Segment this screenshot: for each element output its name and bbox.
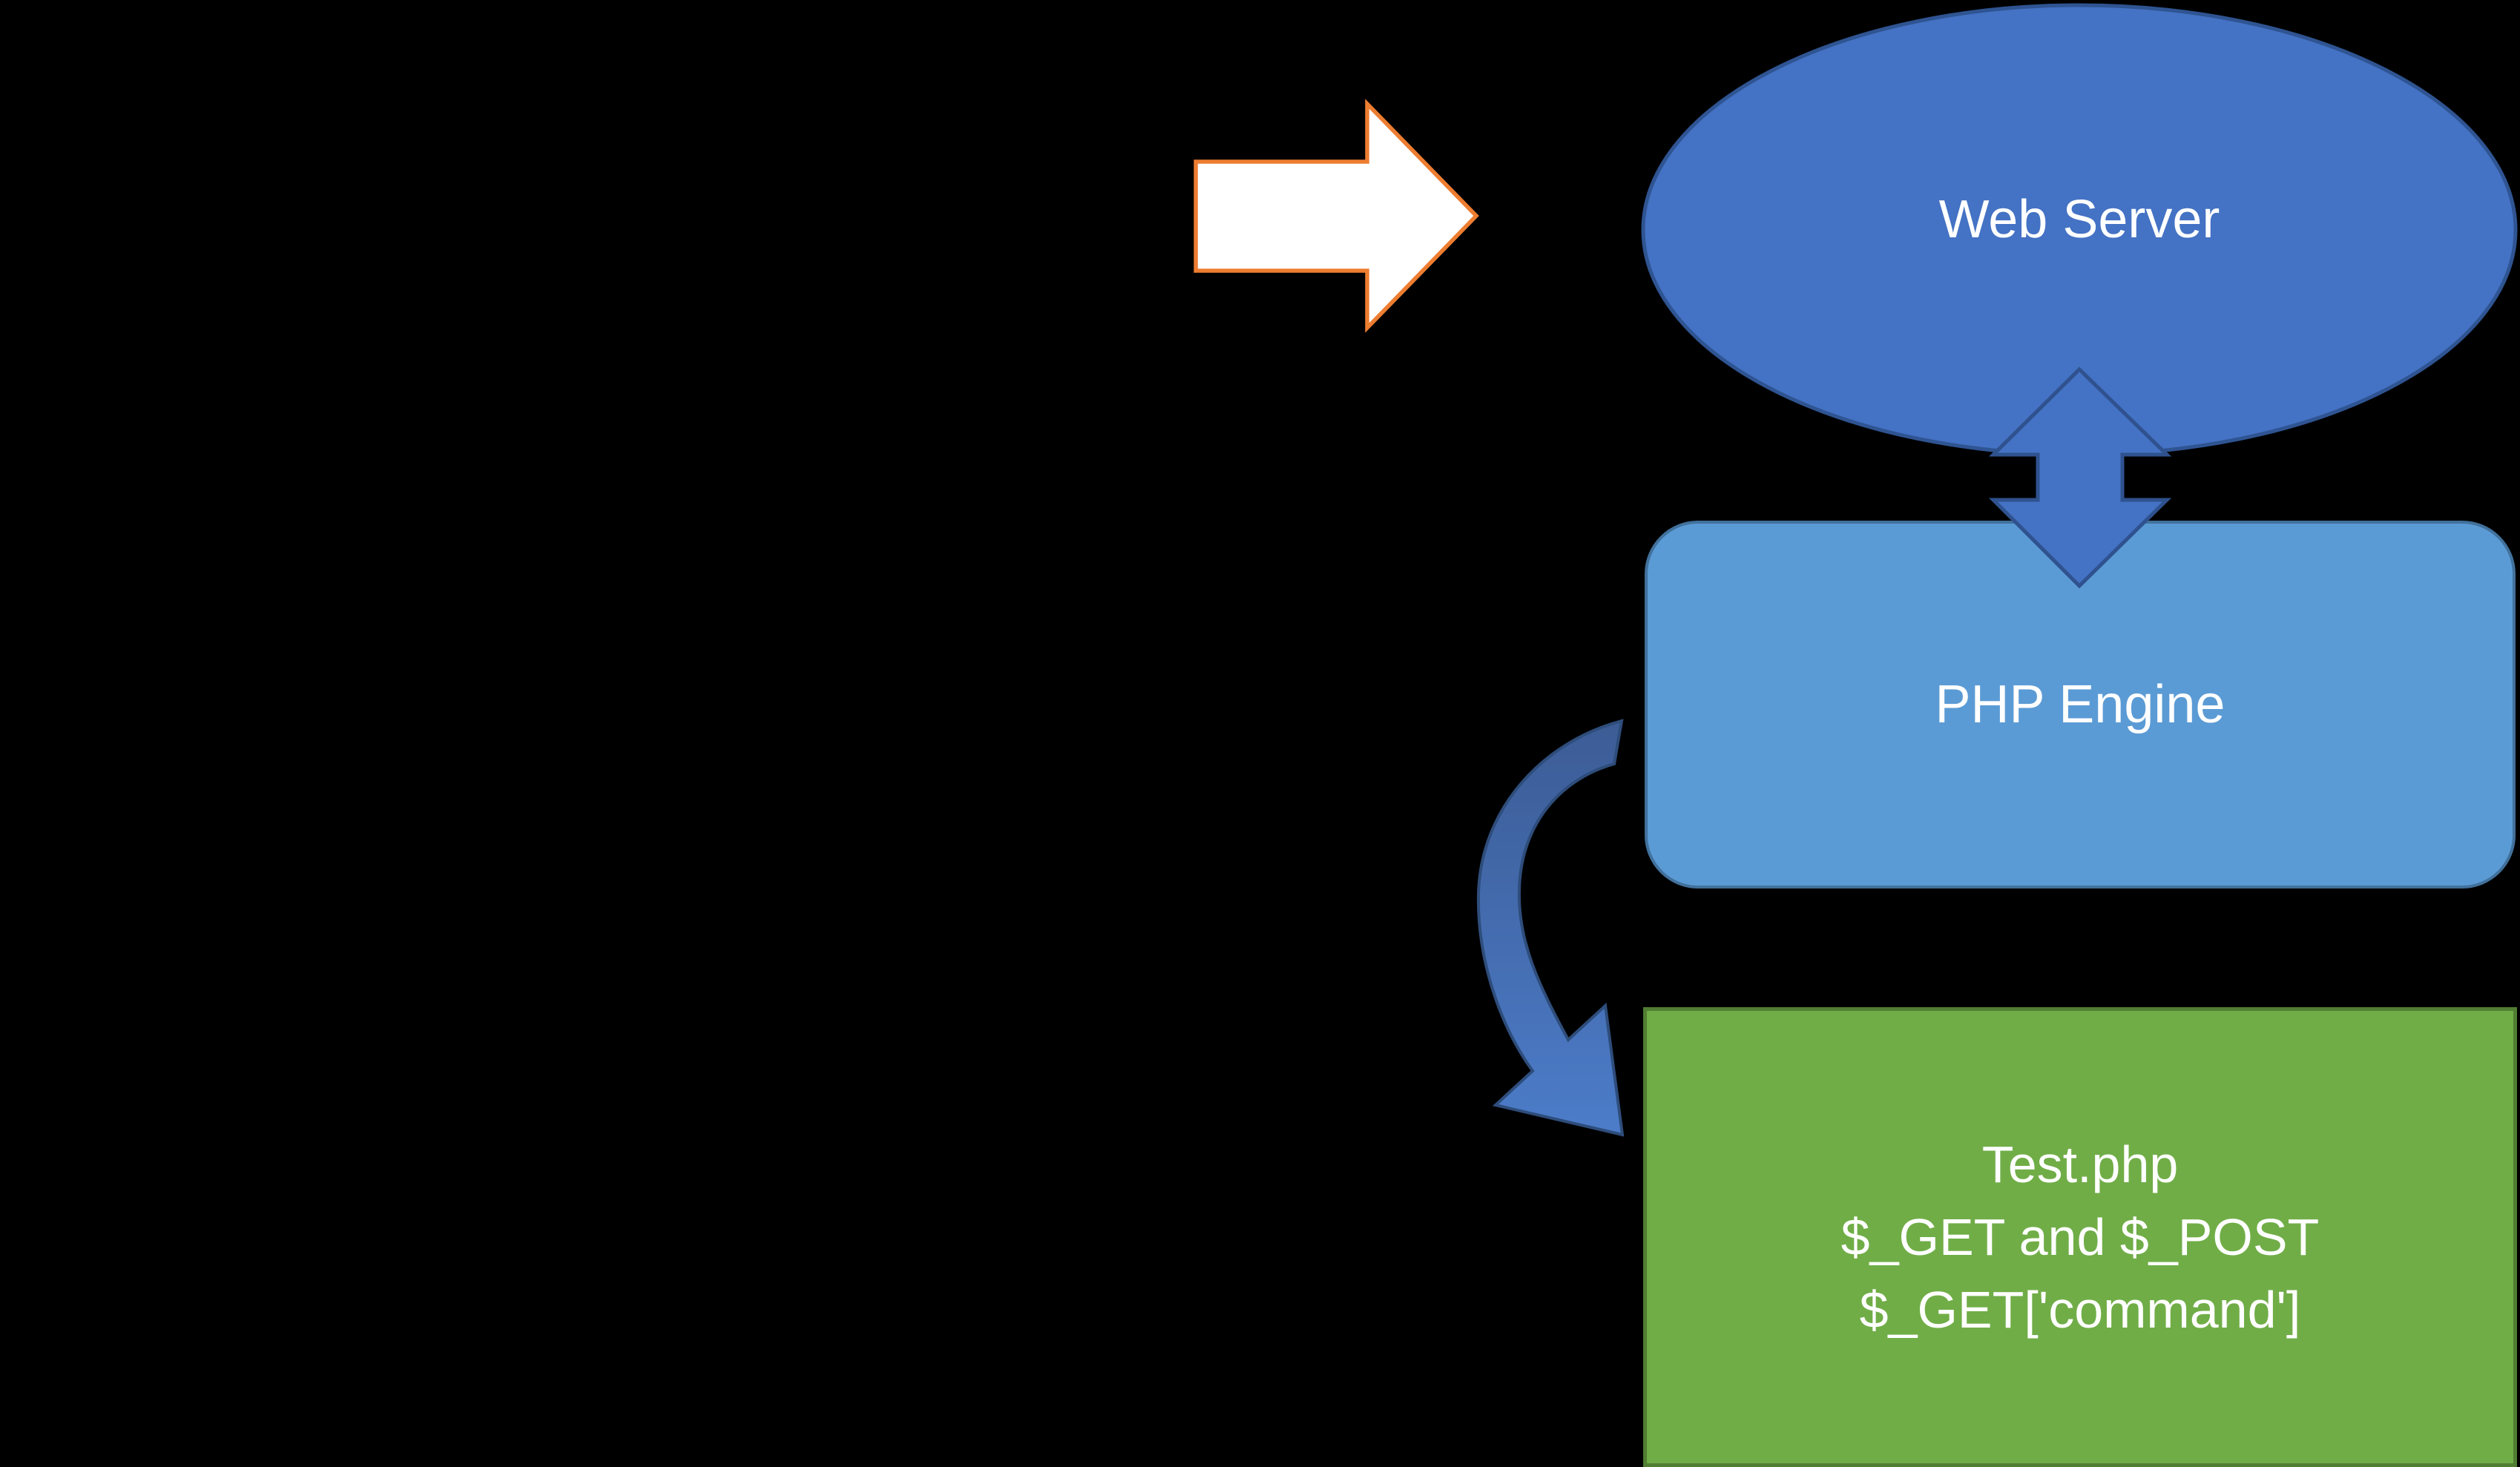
test-script-label: Test.php $_GET and $_POST $_GET['command… — [1643, 1128, 2517, 1346]
test-script-filename: Test.php — [1981, 1135, 2179, 1193]
php-script-dispatch-arrow-icon — [1476, 719, 1625, 1137]
web-server-label: Web Server — [1938, 190, 2220, 249]
web-php-exchange-arrow-icon — [1988, 366, 2172, 589]
test-script-get-command: $_GET['command'] — [1859, 1281, 2301, 1339]
php-engine-label: PHP Engine — [1935, 675, 2225, 734]
http-request-arrow-icon — [1194, 99, 1479, 333]
test-script-superglobals: $_GET and $_POST — [1840, 1208, 2320, 1266]
test-script-box — [1643, 1007, 2517, 1467]
